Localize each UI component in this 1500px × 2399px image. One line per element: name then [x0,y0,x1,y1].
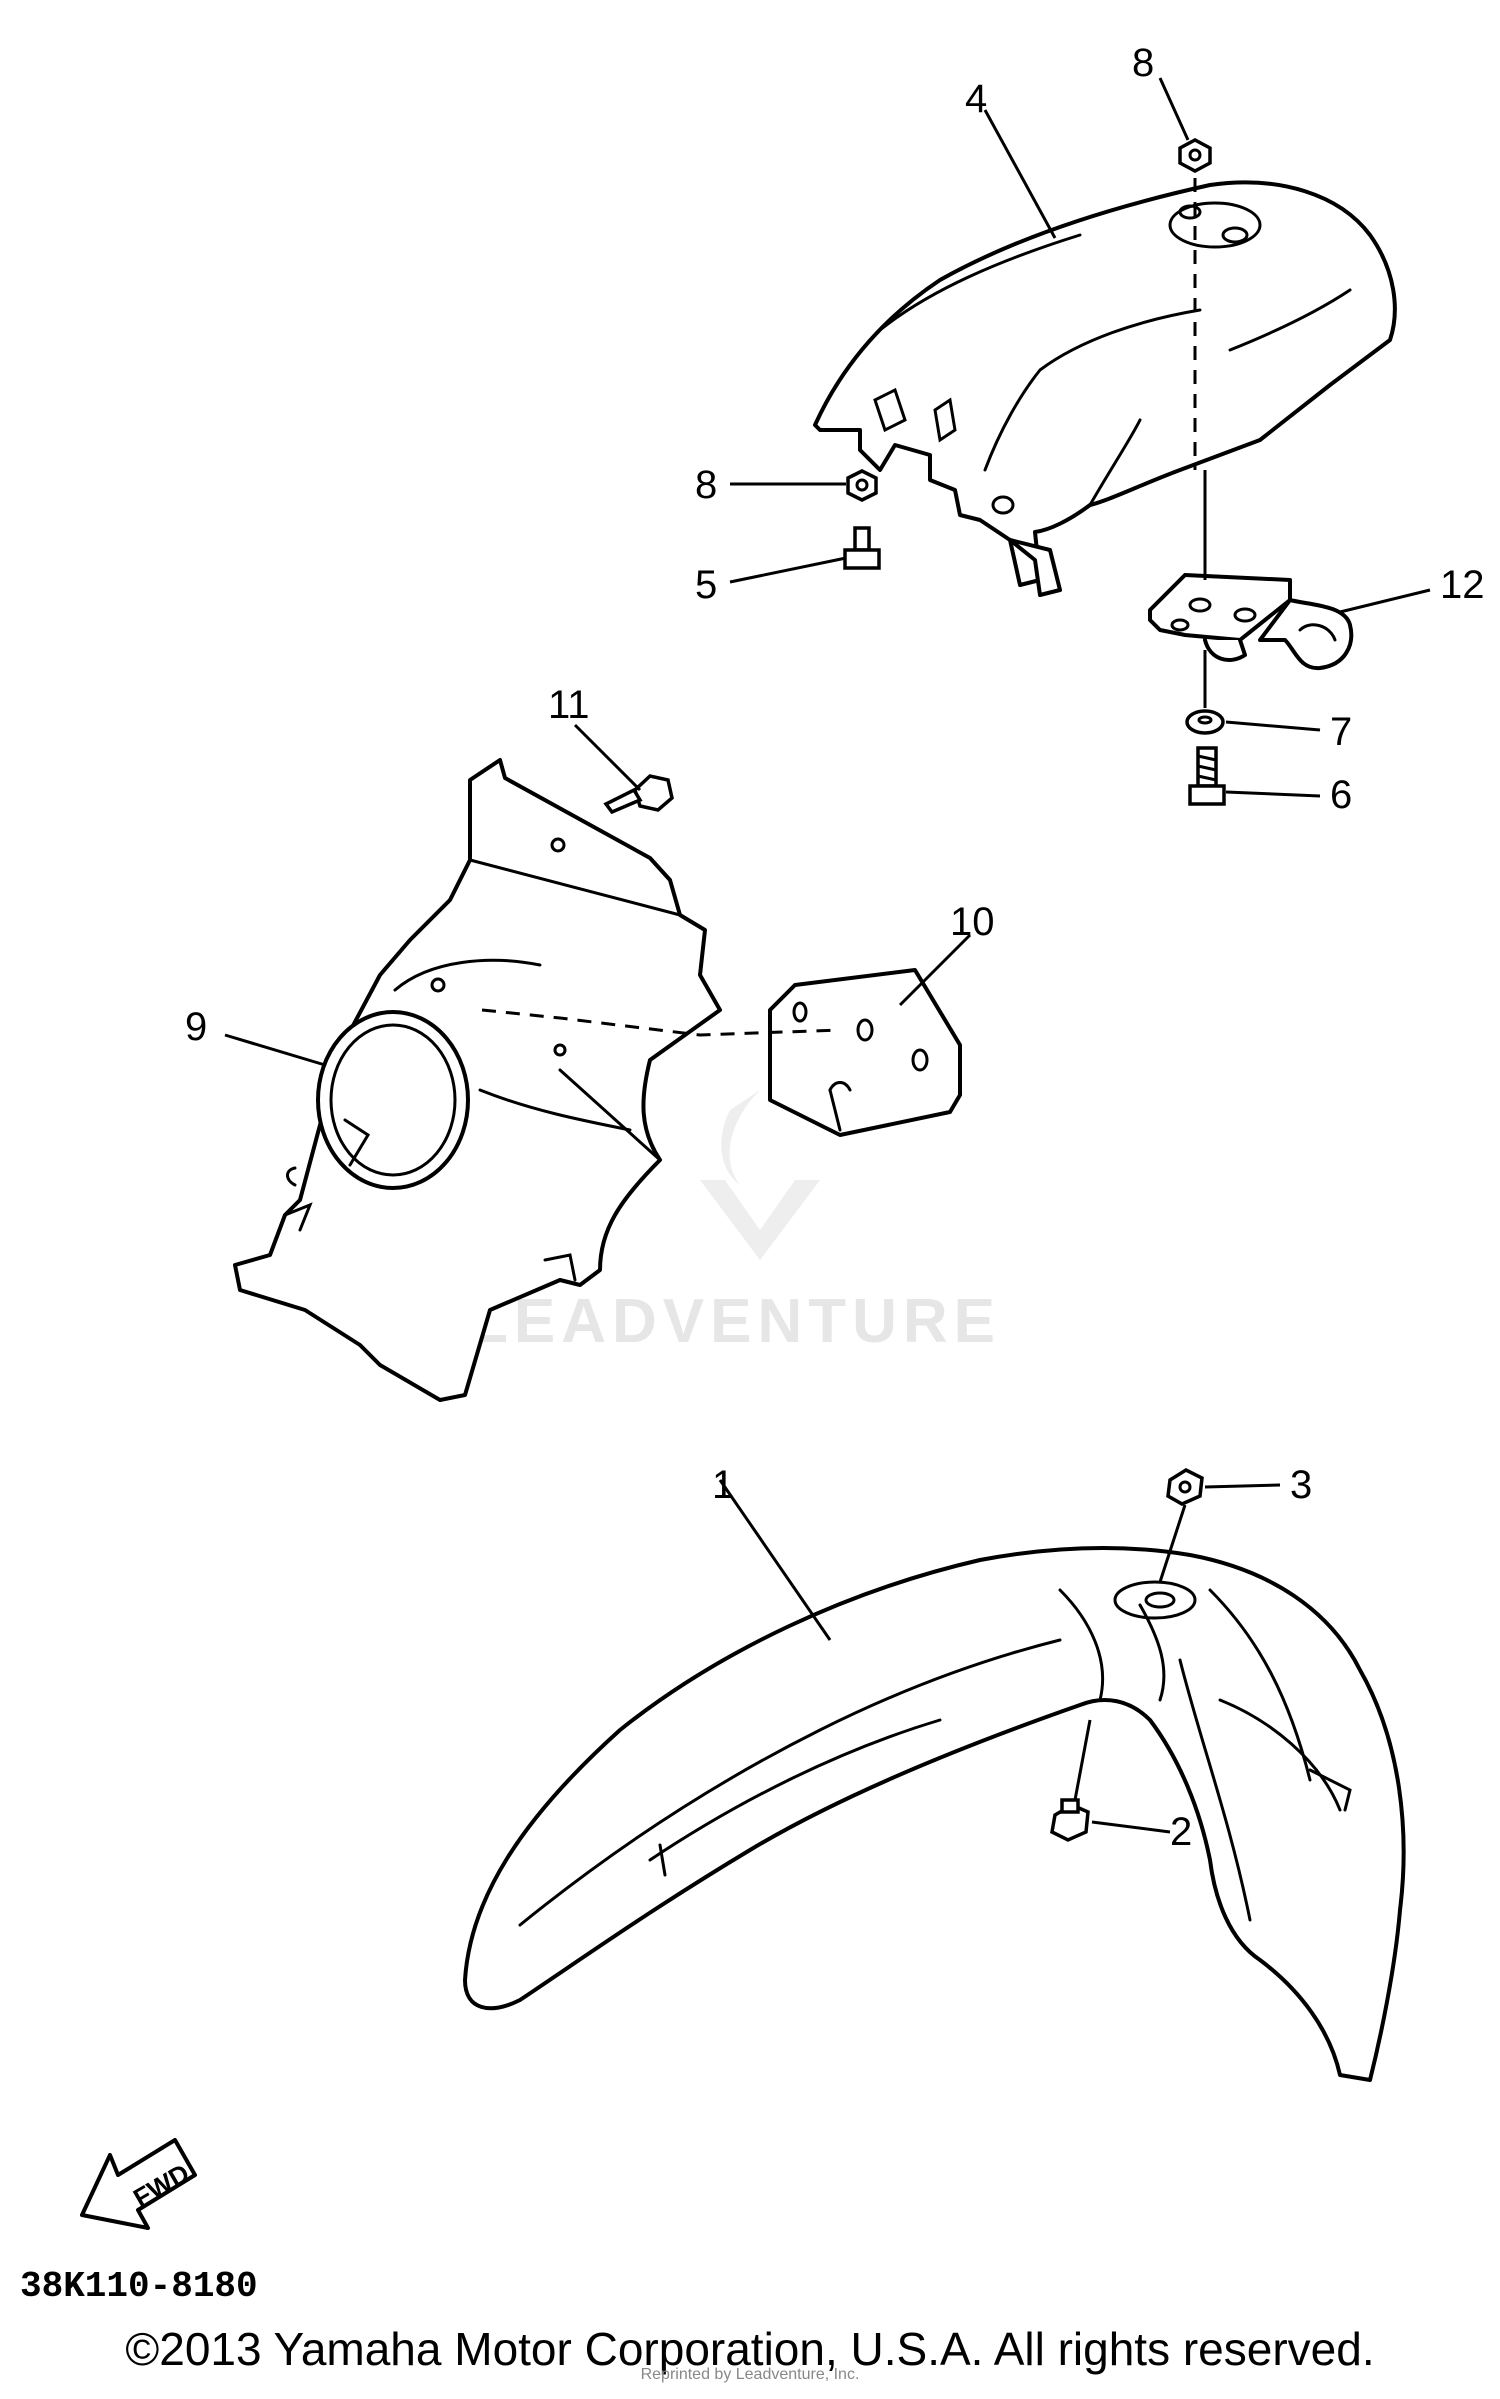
bolt-6 [1188,746,1226,806]
nut-8-top [1178,138,1212,173]
callout-1: 1 [712,1463,734,1507]
parts-diagram: LEADVENTURE [20,41,1485,2307]
washer-7 [1185,709,1225,735]
callout-8-left: 8 [695,463,717,507]
callout-4: 4 [965,77,987,121]
callout-11: 11 [548,683,590,727]
screw-2 [1050,1798,1090,1842]
callout-7: 7 [1330,710,1352,754]
callout-6: 6 [1330,773,1352,817]
watermark-logo: LEADVENTURE [470,1090,1001,1356]
part-4-rear-cover [813,180,1397,597]
nut-8-left [846,469,878,502]
copyright-notice: ©2013 Yamaha Motor Corporation, U.S.A. A… [125,2323,1375,2375]
bolt-5 [843,526,881,570]
reprint-note: Reprinted by Leadventure, Inc. [640,2366,860,2383]
screw-3 [1166,1467,1204,1506]
callout-5: 5 [695,563,717,607]
diagram-reference: 38K110-8180 [20,2266,258,2307]
callout-3: 3 [1290,1463,1312,1507]
part-12-bracket [1148,573,1354,671]
callout-2: 2 [1170,1810,1192,1854]
part-10-plate [768,968,962,1137]
part-9-headlight-cover [233,758,722,1402]
callout-12: 12 [1440,563,1485,607]
watermark-text: LEADVENTURE [470,1287,1001,1356]
screw-11 [603,774,674,815]
callout-10: 10 [950,900,995,944]
callout-9: 9 [185,1005,207,1049]
callout-8-top: 8 [1132,41,1154,85]
part-1-front-fender [463,1546,1406,2082]
fwd-arrow-icon: FWD [80,2138,197,2230]
